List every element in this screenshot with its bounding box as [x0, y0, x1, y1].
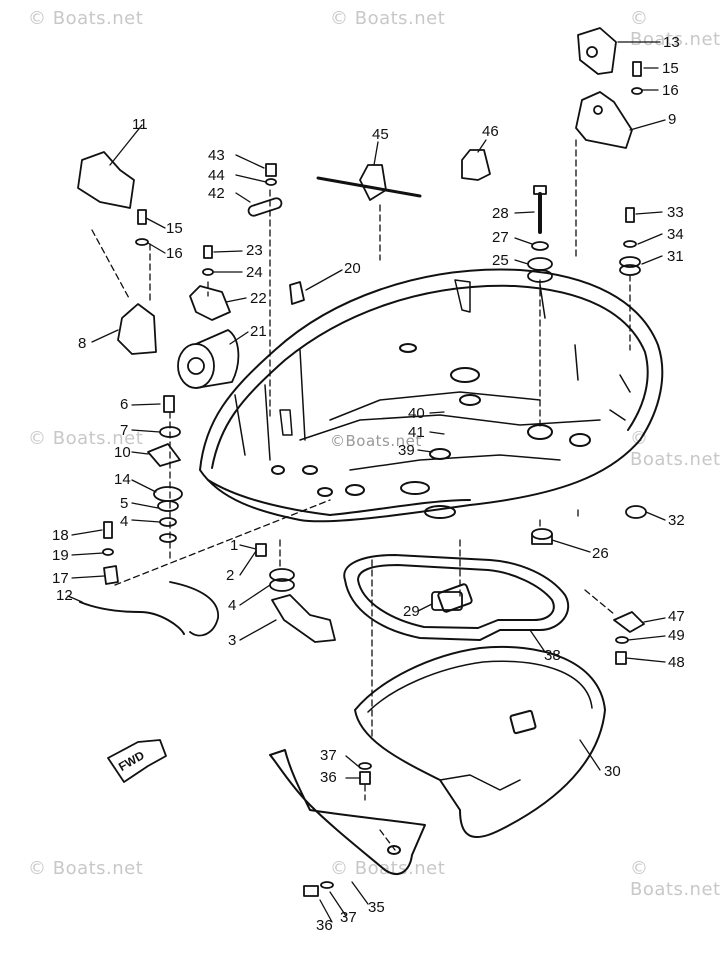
part-callout: 48 [668, 654, 685, 671]
part-callout: 26 [592, 545, 609, 562]
part-callout: 47 [668, 608, 685, 625]
small-parts [77, 27, 647, 897]
part-callout: 44 [208, 167, 225, 184]
part-callout: 29 [403, 603, 420, 620]
part-callout: 24 [246, 264, 263, 281]
part-callout: 4 [120, 513, 129, 530]
part-callout: 20 [344, 260, 361, 277]
part-callout: 12 [56, 587, 73, 604]
part-callout: 28 [492, 205, 509, 222]
part-callout: 31 [667, 248, 684, 265]
part-callout: 46 [482, 123, 499, 140]
watermark: © Boats.net [28, 428, 144, 449]
part-callout: 5 [120, 495, 129, 512]
watermark: © Boats.net [330, 858, 446, 879]
part-callout: 27 [492, 229, 509, 246]
part-callout: 37 [320, 747, 337, 764]
part-callout: 37 [340, 909, 357, 926]
part-callout: 23 [246, 242, 263, 259]
watermark: © Boats.net [630, 8, 721, 50]
part-callout: 15 [662, 60, 679, 77]
part-callout: 36 [316, 917, 333, 934]
part-callout: 3 [228, 632, 237, 649]
part-callout: 6 [120, 396, 129, 413]
part-callout: 16 [166, 245, 183, 262]
part-callout: 32 [668, 512, 685, 529]
part-callout: 49 [668, 627, 685, 644]
part-callout: 1 [230, 537, 239, 554]
part-callout: 8 [78, 335, 87, 352]
part-callout: 43 [208, 147, 225, 164]
part-callout: 45 [372, 126, 389, 143]
part-callout: 42 [208, 185, 225, 202]
lower-cover [354, 645, 606, 839]
part-callout: 19 [52, 547, 69, 564]
center-watermark: ©Boats.net [330, 432, 422, 450]
part-callout: 7 [120, 422, 129, 439]
part-callout: 38 [544, 647, 561, 664]
part-callout: 10 [114, 444, 131, 461]
part-callout: 34 [667, 226, 684, 243]
part-callout: 25 [492, 252, 509, 269]
bottom-cowling [199, 268, 664, 523]
part-callout: 30 [604, 763, 621, 780]
watermark: © Boats.net [630, 858, 721, 900]
part-callout: 33 [667, 204, 684, 221]
part-callout: 13 [663, 34, 680, 51]
part-callout: 2 [226, 567, 235, 584]
part-callout: 36 [320, 769, 337, 786]
part-callout: 18 [52, 527, 69, 544]
part-callout: 14 [114, 471, 131, 488]
bottom-seal [343, 554, 570, 641]
front-apron [269, 749, 426, 875]
watermark: © Boats.net [28, 858, 144, 879]
part-callout: 39 [398, 442, 415, 459]
watermark: © Boats.net [330, 8, 446, 29]
part-callout: 15 [166, 220, 183, 237]
part-callout: 16 [662, 82, 679, 99]
part-callout: 40 [408, 405, 425, 422]
part-callout: 9 [668, 111, 677, 128]
leader-lines [67, 41, 666, 923]
part-callout: 41 [408, 424, 425, 441]
part-callout: 21 [250, 323, 267, 340]
part-callout: 22 [250, 290, 267, 307]
part-callout: 17 [52, 570, 69, 587]
part-callout: 11 [132, 116, 148, 133]
part-callout: 4 [228, 597, 237, 614]
part-callout: 35 [368, 899, 385, 916]
watermark: © Boats.net [28, 8, 144, 29]
